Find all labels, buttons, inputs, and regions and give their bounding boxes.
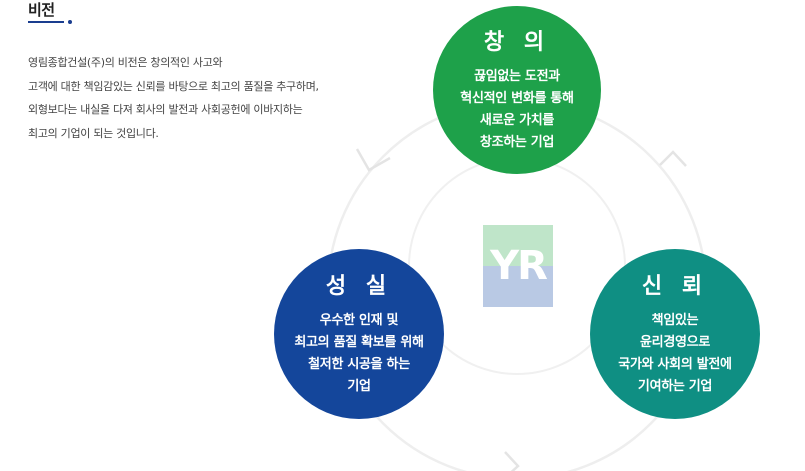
description-line: 영림종합건설(주)의 비전은 창의적인 사고와: [28, 56, 223, 69]
value-line: 최고의 품질 확보를 위해: [294, 335, 424, 350]
arrow-bottom-icon: [504, 451, 520, 471]
description-line: 최고의 기업이 되는 것입니다.: [28, 126, 159, 140]
value-line: 책임있는: [651, 313, 699, 328]
value-title: 창 의: [483, 30, 551, 55]
logo-bottom-block: [483, 266, 553, 307]
value-line: 국가와 사회의 발전에: [618, 357, 732, 372]
vision-description: 영림종합건설(주)의 비전은 창의적인 사고와 고객에 대한 책임감있는 신뢰를…: [28, 51, 408, 145]
value-line: 우수한 인재 및: [319, 313, 399, 328]
value-sincerity: 성 실 우수한 인재 및 최고의 품질 확보를 위해 철저한 시공을 하는 기업: [274, 249, 444, 419]
description-line: 외형보다는 내실을 다져 회사의 발전과 사회공헌에 이바지하는: [28, 103, 303, 116]
value-line: 기업: [347, 379, 371, 394]
value-description: 끊임없는 도전과 혁신적인 변화를 통해 새로운 가치를 창조하는 기업: [433, 66, 601, 154]
value-description: 우수한 인재 및 최고의 품질 확보를 위해 철저한 시공을 하는 기업: [274, 310, 444, 398]
value-line: 기여하는 기업: [637, 379, 713, 394]
title-underline: [28, 21, 64, 23]
arrow-left-icon: [355, 148, 391, 172]
value-description: 책임있는 윤리경영으로 국가와 사회의 발전에 기여하는 기업: [590, 310, 760, 398]
value-trust: 신 뢰 책임있는 윤리경영으로 국가와 사회의 발전에 기여하는 기업: [590, 249, 760, 419]
arrow-right-icon: [659, 150, 687, 167]
value-title: 신 뢰: [641, 274, 709, 299]
value-line: 새로운 가치를: [479, 113, 555, 128]
logo-text: YR: [490, 243, 548, 289]
description-line: 고객에 대한 책임감있는 신뢰를 바탕으로 최고의 품질을 추구하며,: [28, 79, 319, 93]
value-line: 창조하는 기업: [479, 135, 555, 150]
value-line: 윤리경영으로: [640, 335, 710, 350]
value-line: 철저한 시공을 하는: [308, 357, 410, 372]
title-dot: [68, 20, 72, 24]
value-line: 혁신적인 변화를 통해: [460, 91, 574, 106]
value-title: 성 실: [325, 274, 393, 299]
logo-top-block: [483, 225, 553, 266]
value-creativity: 창 의 끊임없는 도전과 혁신적인 변화를 통해 새로운 가치를 창조하는 기업: [433, 6, 601, 174]
section-heading: 비전: [28, 0, 72, 24]
company-logo: YR: [483, 225, 553, 307]
section-title: 비전: [28, 1, 55, 19]
value-line: 끊임없는 도전과: [474, 69, 560, 84]
